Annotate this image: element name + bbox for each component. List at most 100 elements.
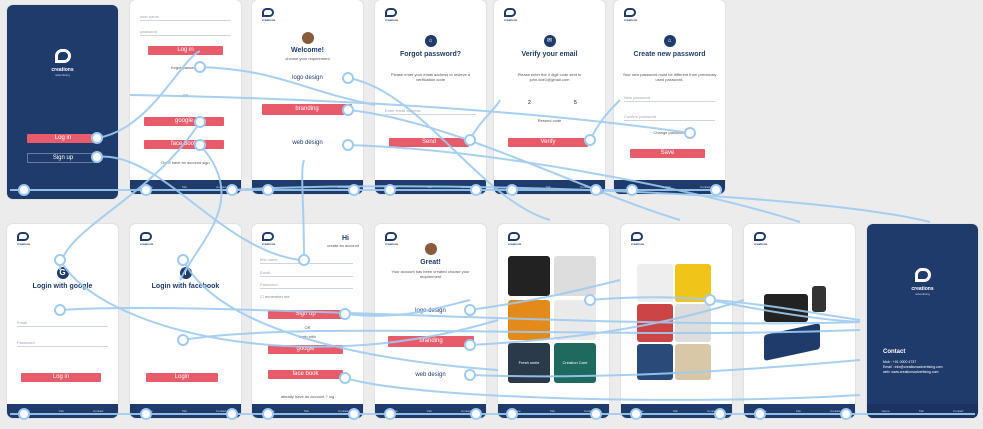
password-field[interactable]: Password (260, 282, 353, 289)
laptop-mockup[interactable] (764, 294, 808, 322)
gallery-tile[interactable] (554, 256, 596, 296)
contact-title: Contact (883, 349, 906, 355)
subtitle: choose your requirement (285, 56, 330, 61)
gallery-tile[interactable] (508, 256, 550, 296)
gallery-tile[interactable] (554, 300, 596, 340)
brand-logo-icon: creations (385, 8, 398, 22)
remember-checkbox[interactable]: ☐ remember me (260, 294, 290, 299)
option-branding[interactable]: branding (262, 104, 352, 115)
google-icon: G (56, 267, 69, 279)
option-logo-design[interactable]: logo design (292, 75, 323, 81)
mail-icon: ✉ (543, 35, 556, 47)
login-button[interactable]: Log in (27, 134, 99, 143)
gallery-tile[interactable] (637, 304, 673, 342)
page-title: Create new password (633, 51, 706, 58)
option-web-design[interactable]: web design (415, 372, 446, 378)
option-web-design[interactable]: web design (292, 140, 323, 146)
code-digit[interactable]: 2 (528, 100, 531, 106)
google-button[interactable]: google (144, 117, 224, 126)
google-button[interactable]: google (268, 345, 343, 354)
facebook-button[interactable]: face book (268, 370, 343, 379)
avatar (424, 243, 437, 255)
username-field[interactable]: user name (140, 14, 231, 21)
frame-forgot-password[interactable]: creations ⌂ Forgot password? Please ente… (375, 0, 486, 194)
frame-logo-gallery[interactable]: creations Fresh smile Creation Care Home… (498, 224, 609, 418)
email-field[interactable]: Enter email address (385, 108, 476, 115)
first-name-field[interactable]: first name (260, 257, 353, 264)
login-button[interactable]: Log in (148, 46, 223, 55)
login-link[interactable]: already have an account ? log (280, 394, 335, 399)
subtitle: Please enter your email address to recie… (390, 72, 471, 82)
login-button[interactable]: Log in (21, 373, 101, 382)
gallery-tile[interactable] (675, 264, 711, 302)
login-button[interactable]: Login (146, 373, 218, 382)
signup-button[interactable]: Sign up (268, 310, 343, 319)
frame-verify-email[interactable]: creations ✉ Verify your email Please ent… (494, 0, 605, 194)
gallery-tile[interactable] (675, 344, 711, 380)
contact-email: Email : info@creationsadvertising.com (883, 365, 943, 369)
subtitle: create an account (327, 243, 359, 248)
save-button[interactable]: Save (630, 149, 705, 158)
frame-signup[interactable]: creations Hi create an account first nam… (252, 224, 363, 418)
verify-button[interactable]: Verify (508, 138, 588, 147)
brand-logo-icon: creations (17, 232, 30, 246)
frame-great[interactable]: creations Great! Your account has been c… (375, 224, 486, 418)
password-field[interactable]: Password (17, 340, 108, 347)
frame-welcome[interactable]: creations Welcome! choose your requireme… (252, 0, 363, 194)
send-button[interactable]: Send (389, 138, 469, 147)
email-field[interactable]: Email (260, 270, 353, 277)
gallery-tile[interactable] (675, 304, 711, 342)
page-title: Login with google (32, 283, 93, 290)
frame-login[interactable]: user name password Log in forgot passwor… (130, 0, 241, 194)
gallery-tile[interactable]: Fresh smile (508, 343, 550, 383)
page-title: Great! (420, 259, 441, 266)
login-with-label: login with (299, 334, 316, 339)
gallery-tile[interactable] (637, 264, 673, 302)
contact-web: web: www.creationsadvertising.com (883, 370, 939, 374)
code-digit[interactable]: 5 (574, 100, 577, 106)
email-field[interactable]: Email (17, 320, 108, 327)
gallery-tile[interactable] (508, 300, 550, 340)
resend-link[interactable]: Resend code (537, 118, 562, 123)
avatar (301, 32, 314, 44)
phone-mockup[interactable] (812, 286, 826, 312)
contact-mob: Mob : +91 0000 4737 (883, 360, 917, 364)
option-logo-design[interactable]: logo design (415, 308, 446, 314)
gallery-tile[interactable]: Creation Care (554, 343, 596, 383)
frame-facebook-login[interactable]: creations f Login with facebook Login Ho… (130, 224, 241, 418)
option-branding[interactable]: branding (388, 336, 474, 347)
facebook-button[interactable]: face book (144, 140, 224, 149)
brand-logo-icon: creations (140, 232, 153, 246)
page-title: Welcome! (291, 47, 324, 54)
no-account-link[interactable]: Don't have an account sign (161, 160, 210, 165)
stationery-mockup[interactable] (764, 323, 820, 361)
brand-logo-icon: creations (631, 232, 644, 246)
brand-logo-icon (54, 49, 71, 63)
frame-google-login[interactable]: creations G Login with google Email Pass… (7, 224, 118, 418)
signup-button[interactable]: Sign up (27, 153, 99, 163)
confirm-password-field[interactable]: Confirm password (624, 114, 715, 121)
facebook-icon: f (179, 267, 192, 279)
forgot-link[interactable]: forgot password (171, 65, 200, 70)
password-field[interactable]: password (140, 29, 231, 36)
lock-icon: ⌂ (663, 35, 676, 47)
gallery-tile[interactable] (637, 344, 673, 380)
brand-logo-icon: creations (508, 232, 521, 246)
change-password-link[interactable]: Change password (653, 130, 686, 135)
brand-logo-icon: creations (754, 232, 767, 246)
new-password-field[interactable]: New password (624, 95, 715, 102)
frame-new-password[interactable]: creations ⌂ Create new password Your new… (614, 0, 725, 194)
page-title: Verify your email (521, 51, 578, 58)
